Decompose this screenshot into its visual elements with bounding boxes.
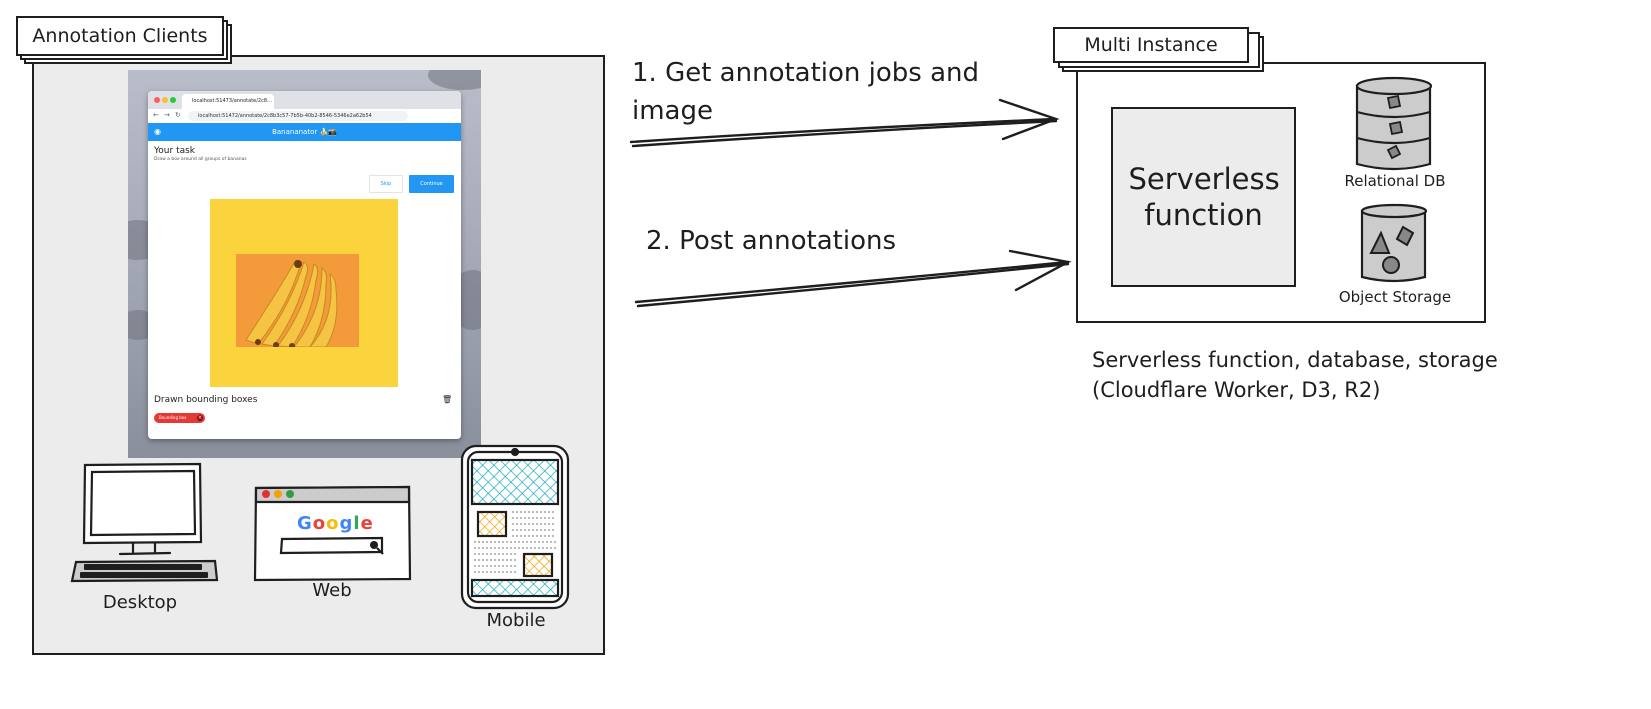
bounding-box-chip[interactable]: Bounding box ×	[154, 413, 205, 423]
object-storage-icon	[1360, 203, 1428, 283]
annotation-image[interactable]	[210, 199, 398, 387]
serverless-function-box: Serverless function	[1111, 107, 1296, 287]
serverless-function-label: Serverless function	[1128, 162, 1280, 232]
browser-window: localhost:51473/annotate/2c8… ← → ↻ loca…	[148, 91, 461, 439]
remove-chip-icon[interactable]: ×	[197, 415, 203, 421]
web-browser-icon	[253, 485, 412, 582]
database-icon	[1355, 76, 1433, 171]
mobile-label: Mobile	[486, 610, 546, 631]
maximize-dot-icon[interactable]	[170, 97, 176, 103]
mobile-phone-icon	[460, 444, 570, 610]
caption-line-2: (Cloudflare Worker, D3, R2)	[1092, 378, 1381, 402]
step-1-label: 1. Get annotation jobs and image	[632, 58, 980, 126]
browser-tab-bar: localhost:51473/annotate/2c8…	[148, 91, 461, 109]
minimize-dot-icon[interactable]	[162, 97, 168, 103]
reload-icon[interactable]: ↻	[175, 111, 181, 119]
app-screenshot: localhost:51473/annotate/2c8… ← → ↻ loca…	[128, 70, 481, 458]
continue-button[interactable]: Continue	[409, 175, 454, 193]
web-label: Web	[312, 580, 352, 601]
object-storage-label: Object Storage	[1338, 288, 1452, 306]
desktop-label: Desktop	[102, 592, 178, 613]
task-heading: Your task	[154, 146, 196, 156]
app-title: Banananator 🍌📸	[272, 128, 337, 136]
google-logo: Google	[297, 513, 374, 534]
caption-line-1: Serverless function, database, storage	[1092, 348, 1498, 372]
browser-tab[interactable]: localhost:51473/annotate/2c8…	[182, 94, 274, 109]
step-2-label: 2. Post annotations	[646, 226, 897, 256]
relational-db-label: Relational DB	[1344, 172, 1446, 190]
get-jobs-arrow	[629, 98, 1060, 148]
forward-icon[interactable]: →	[164, 111, 170, 119]
trash-icon[interactable]: 🗑	[442, 395, 453, 404]
back-icon[interactable]: ←	[153, 111, 159, 119]
multi-instance-title: Multi Instance	[1053, 27, 1249, 63]
task-description: Draw a box around all groups of bananas	[154, 157, 247, 162]
background-rock	[428, 70, 481, 90]
close-dot-icon[interactable]	[154, 97, 160, 103]
skip-button[interactable]: Skip	[369, 175, 403, 193]
browser-toolbar: ← → ↻ localhost:51472/annotate/2c8b3c57-…	[148, 109, 461, 124]
instance-caption: Serverless function, database, storage (…	[1092, 345, 1552, 405]
post-annotations-arrow	[634, 249, 1072, 308]
bounding-box[interactable]	[236, 254, 359, 349]
bananas-icon	[245, 259, 338, 349]
app-bar: ◉ Banananator 🍌📸	[148, 123, 461, 141]
chip-label: Bounding box	[159, 415, 187, 420]
address-bar[interactable]: localhost:51472/annotate/2c8b3c57-7b5b-4…	[188, 111, 408, 121]
menu-icon[interactable]: ◉	[154, 127, 161, 136]
desktop-computer-icon	[70, 462, 219, 583]
annotation-clients-title: Annotation Clients	[16, 16, 224, 56]
drawn-boxes-heading: Drawn bounding boxes	[154, 395, 258, 405]
